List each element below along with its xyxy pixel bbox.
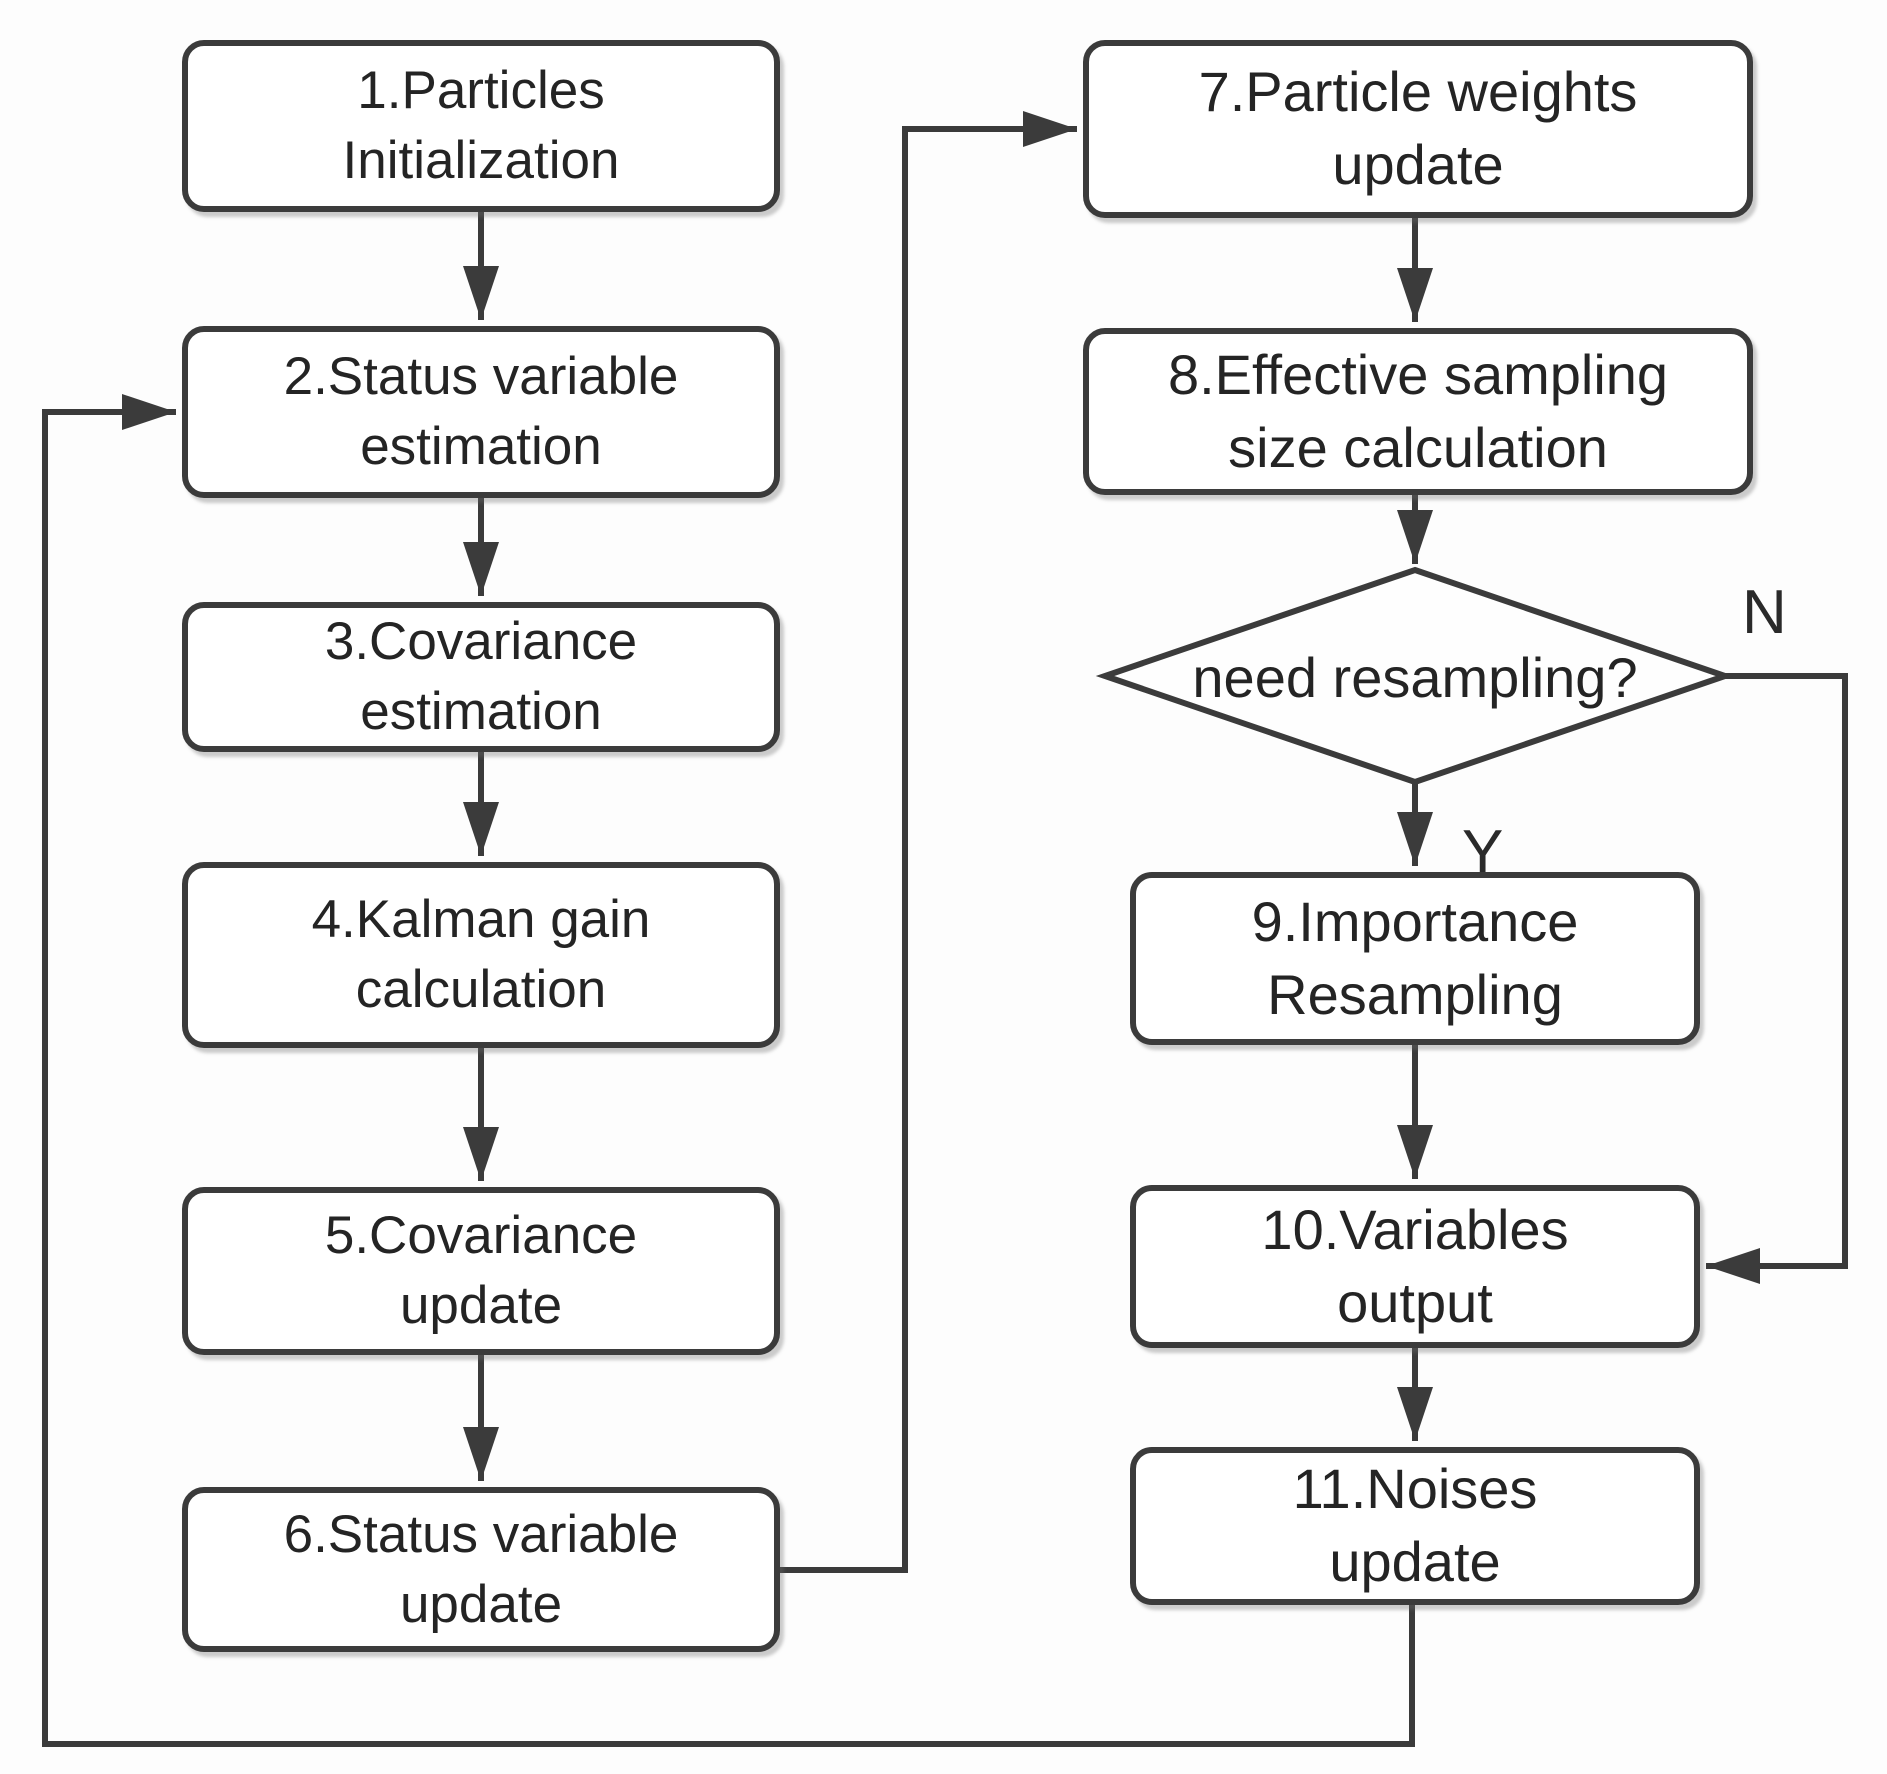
branch-label-no: N [1742,578,1787,647]
node-importance-resampling-label: 9.Importance Resampling [1251,889,1579,1026]
node-particles-initialization: 1.Particles Initialization [182,40,780,212]
node-covariance-update-label: 5.Covariance update [324,1206,638,1335]
decision-need-resampling-label: need resampling? [1192,645,1638,709]
node-covariance-estimation: 3.Covariance estimation [182,602,780,752]
node-status-variable-estimation: 2.Status variable estimation [182,326,780,498]
edge-6-to-7 [780,111,1077,1573]
node-status-variable-estimation-label: 2.Status variable estimation [283,347,679,476]
edge-11-to-2-feedback [42,394,1415,1747]
node-noises-update-label: 11.Noises update [1292,1457,1538,1593]
node-effective-sampling-size-calculation: 8.Effective sampling size calculation [1083,328,1753,495]
node-variables-output: 10.Variables output [1130,1185,1700,1348]
node-kalman-gain-calculation-label: 4.Kalman gain calculation [311,890,651,1019]
node-covariance-estimation-label: 3.Covariance estimation [324,612,638,741]
node-covariance-update: 5.Covariance update [182,1187,780,1355]
node-status-variable-update-label: 6.Status variable update [283,1504,679,1634]
decision-need-resampling: need resampling? [1115,640,1715,714]
node-importance-resampling: 9.Importance Resampling [1130,872,1700,1045]
node-status-variable-update: 6.Status variable update [182,1487,780,1652]
node-particles-initialization-label: 1.Particles Initialization [342,61,620,190]
node-particle-weights-update-label: 7.Particle weights update [1198,60,1638,196]
node-noises-update: 11.Noises update [1130,1447,1700,1605]
decision-diamond-shape [1095,566,1735,786]
node-effective-sampling-size-calculation-label: 8.Effective sampling size calculation [1167,342,1669,479]
edge-decision-no-to-10 [1706,673,1848,1284]
node-kalman-gain-calculation: 4.Kalman gain calculation [182,862,780,1048]
node-particle-weights-update: 7.Particle weights update [1083,40,1753,218]
node-variables-output-label: 10.Variables output [1261,1197,1569,1334]
